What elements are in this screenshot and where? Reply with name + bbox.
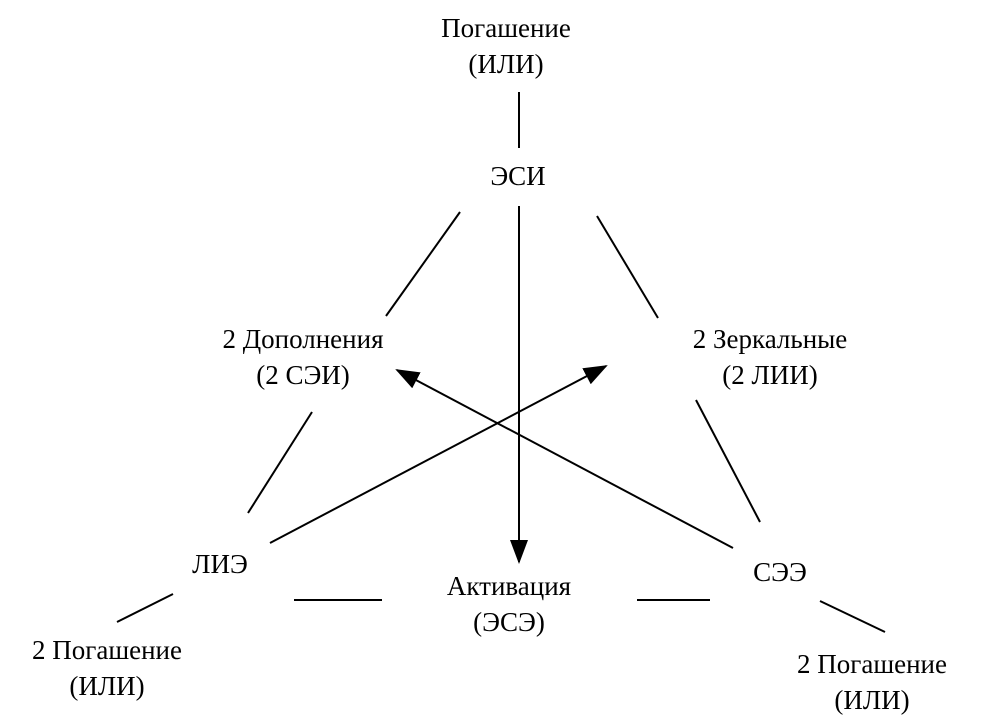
node-bottom-left-extinguishing: 2 Погашение (ИЛИ): [32, 632, 182, 704]
node-activation-type: (ЭСЭ): [473, 607, 545, 637]
node-complements-title: 2 Дополнения: [222, 324, 384, 354]
node-see: СЭЭ: [753, 554, 807, 590]
connector-lie-to-bottom-left: [116, 593, 174, 623]
node-bottom-right-extinguishing-type: (ИЛИ): [834, 685, 910, 715]
node-see-type: СЭЭ: [753, 557, 807, 587]
node-bottom-left-extinguishing-title: 2 Погашение: [32, 635, 182, 665]
node-bottom-right-extinguishing: 2 Погашение (ИЛИ): [797, 646, 947, 718]
node-top-extinguishing: Погашение (ИЛИ): [441, 10, 571, 82]
connector-mirrors-to-see: [695, 399, 761, 523]
node-esi-type: ЭСИ: [490, 161, 546, 191]
node-activation: Активация (ЭСЭ): [447, 568, 571, 640]
node-mirrors-title: 2 Зеркальные: [692, 324, 848, 354]
node-top-extinguishing-type: (ИЛИ): [468, 49, 544, 79]
connector-see-to-bottom-right: [819, 600, 886, 633]
node-lie-type: ЛИЭ: [192, 549, 248, 579]
node-lie: ЛИЭ: [192, 546, 248, 582]
node-activation-title: Активация: [446, 571, 572, 601]
node-bottom-right-extinguishing-title: 2 Погашение: [797, 649, 947, 679]
node-esi: ЭСИ: [490, 158, 545, 194]
node-complements-type: (2 СЭИ): [256, 360, 350, 390]
node-mirrors: 2 Зеркальные (2 ЛИИ): [693, 321, 848, 393]
arrow-see-to-complements: [395, 369, 734, 549]
node-complements: 2 Дополнения (2 СЭИ): [223, 321, 384, 393]
connector-esi-to-complements: [385, 211, 461, 317]
node-mirrors-type: (2 ЛИИ): [722, 360, 818, 390]
node-top-extinguishing-title: Погашение: [441, 13, 571, 43]
connector-complements-to-lie: [247, 411, 313, 514]
arrow-lie-to-mirrors: [269, 365, 608, 544]
node-bottom-left-extinguishing-type: (ИЛИ): [69, 671, 145, 701]
connector-esi-to-mirrors: [596, 215, 659, 319]
